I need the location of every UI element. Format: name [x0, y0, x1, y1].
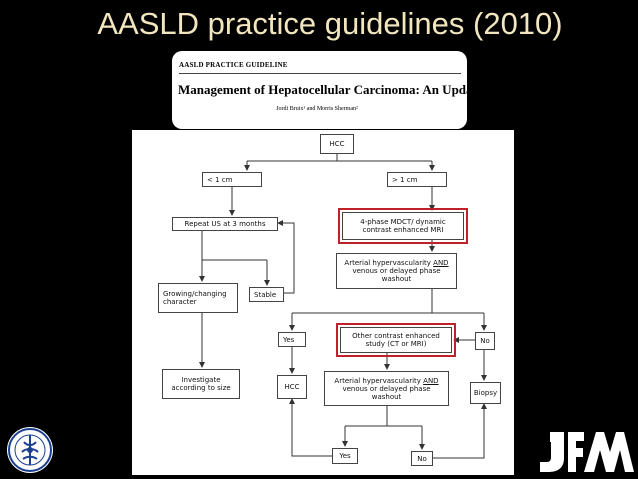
node-mdct-mri: 4-phase MDCT/ dynamic contrast enhanced …: [338, 208, 468, 244]
node-stable: Stable: [249, 287, 284, 302]
connector-arterial-split: [292, 289, 484, 314]
node-hcc-result: HCC: [277, 375, 307, 399]
connector-hcc-split: [247, 154, 432, 162]
paper-authors: Jordi Bruix¹ and Morris Sherman²: [276, 106, 358, 112]
connector-yes2-hcc: [289, 398, 332, 457]
paper-header-card: AASLD PRACTICE GUIDELINE Management of H…: [172, 51, 483, 129]
connector-bottom-split: [345, 406, 422, 427]
node-investigate: Investigate according to size: [162, 369, 240, 399]
connector-no2-biopsy: [433, 403, 487, 459]
society-seal-icon: [7, 427, 53, 473]
paper-title: Management of Hepatocellular Carcinoma: …: [178, 82, 483, 97]
node-gt-1cm: > 1 cm: [387, 172, 447, 187]
node-growing-changing: Growing/changing character: [158, 283, 238, 313]
node-yes-2: Yes: [332, 448, 358, 464]
journal-divider: [179, 73, 461, 74]
slide-title: AASLD practice guidelines (2010): [97, 6, 563, 41]
arterial-top-text: Arterial hypervascularity AND venous or …: [344, 259, 449, 283]
journal-label: AASLD PRACTICE GUIDELINE: [179, 61, 288, 69]
connector-repeat-split: [201, 230, 267, 261]
node-no-1: No: [475, 332, 495, 350]
node-yes-1: Yes: [278, 332, 306, 347]
arterial-bottom-text: Arterial hypervascularity AND venous or …: [334, 376, 439, 401]
node-repeat-us: Repeat US at 3 months: [172, 217, 278, 231]
node-lt-1cm: < 1 cm: [202, 172, 262, 187]
node-no-2: No: [411, 451, 433, 466]
hcc-flowchart: HCC < 1 cm > 1 cm Repeat US at 3 months …: [132, 130, 514, 475]
node-arterial-top: Arterial hypervascularity AND venous or …: [336, 253, 457, 289]
node-other-contrast-study: Other contrast enhanced study (CT or MRI…: [336, 323, 456, 357]
node-arterial-bottom: Arterial hypervascularity AND venous or …: [324, 371, 449, 406]
jfm-logo-icon: [540, 432, 634, 472]
connector-stable-loop: [277, 220, 295, 294]
flowchart-connectors: [199, 154, 487, 459]
node-biopsy: Biopsy: [470, 382, 501, 404]
node-hcc: HCC: [320, 134, 354, 154]
